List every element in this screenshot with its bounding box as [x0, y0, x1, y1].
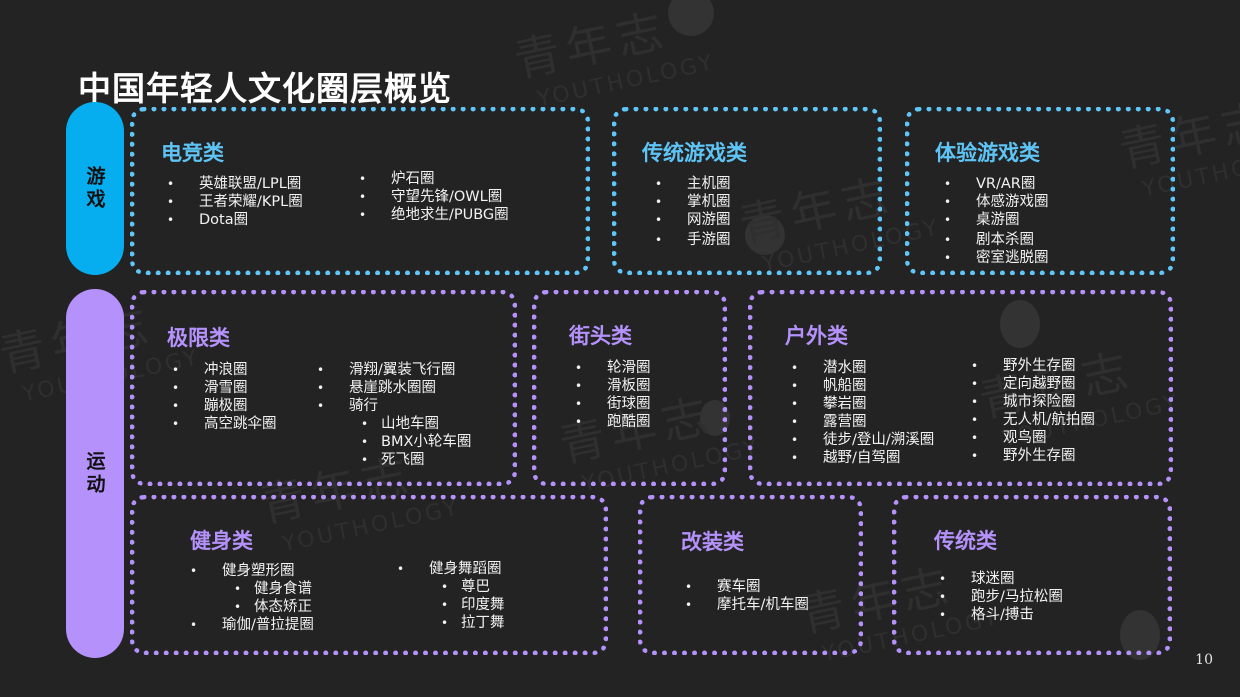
card-title: 街头类: [569, 324, 632, 348]
list-item: 蹦极圈: [172, 397, 277, 415]
card-title: 户外类: [785, 324, 848, 348]
list: 赛车圈 摩托车/机车圈: [685, 578, 809, 614]
list-item: 英雄联盟/LPL圈: [167, 175, 303, 193]
list-item: 街球圈: [575, 395, 651, 413]
list-item: 体感游戏圈: [944, 193, 1049, 211]
list-item: 悬崖跳水圈圈: [317, 379, 471, 397]
list-item: 野外生存圈: [971, 357, 1095, 375]
list-item: 拉丁舞: [441, 614, 505, 632]
list-item: 掌机圈: [655, 193, 731, 211]
list-item: 越野/自驾圈: [791, 449, 934, 467]
list-item: 跑酷圈: [575, 413, 651, 431]
group-label-games: 游戏: [66, 102, 124, 275]
list-item: 印度舞: [441, 596, 505, 614]
list-item: 跑步/马拉松圈: [939, 588, 1063, 606]
list-item: BMX小轮车圈: [361, 433, 471, 451]
list-item: 健身食谱: [234, 580, 314, 598]
card-title: 极限类: [167, 326, 230, 350]
list: 野外生存圈 定向越野圈 城市探险圈 无人机/航拍圈 观鸟圈 野外生存圈: [971, 357, 1095, 465]
card-title: 体验游戏类: [935, 141, 1040, 165]
page-title: 中国年轻人文化圈层概览: [78, 69, 452, 109]
list-item: 徒步/登山/溯溪圈: [791, 431, 934, 449]
page-number: 10: [1195, 652, 1213, 668]
list-item: 高空跳伞圈: [172, 415, 277, 433]
list-item: 网游圈: [655, 211, 731, 229]
list: 滑翔/翼装飞行圈 悬崖跳水圈圈 骑行 山地车圈 BMX小轮车圈 死飞圈: [317, 361, 471, 469]
card-modding: 改装类 赛车圈 摩托车/机车圈: [638, 495, 863, 655]
list-item: 轮滑圈: [575, 359, 651, 377]
list-item: 球迷圈: [939, 570, 1063, 588]
list-item: 无人机/航拍圈: [971, 411, 1095, 429]
list-item: 帆船圈: [791, 377, 934, 395]
card-traditional-sports: 传统类 球迷圈 跑步/马拉松圈 格斗/搏击: [892, 495, 1172, 655]
list-item: 冲浪圈: [172, 361, 277, 379]
list-item: 体态矫正: [234, 598, 314, 616]
list: 轮滑圈 滑板圈 街球圈 跑酷圈: [575, 359, 651, 431]
list-item: 滑雪圈: [172, 379, 277, 397]
card-esports: 电竞类 英雄联盟/LPL圈 王者荣耀/KPL圈 Dota圈 炉石圈 守望先锋/O…: [130, 107, 590, 275]
card-experience-games: 体验游戏类 VR/AR圈 体感游戏圈 桌游圈 剧本杀圈 密室逃脱圈: [905, 107, 1175, 275]
list: 健身塑形圈 健身食谱 体态矫正 瑜伽/普拉提圈: [190, 562, 314, 634]
card-title: 健身类: [190, 529, 253, 553]
list: 健身舞蹈圈 尊巴 印度舞 拉丁舞: [397, 560, 505, 632]
list-item: 定向越野圈: [971, 375, 1095, 393]
list-item: 露营圈: [791, 413, 934, 431]
card-fitness: 健身类 健身塑形圈 健身食谱 体态矫正 瑜伽/普拉提圈 健身舞蹈圈 尊巴 印度舞…: [130, 495, 608, 655]
list: 潜水圈 帆船圈 攀岩圈 露营圈 徒步/登山/溯溪圈 越野/自驾圈: [791, 359, 934, 467]
list-item: 剧本杀圈: [944, 231, 1049, 249]
card-extreme: 极限类 冲浪圈 滑雪圈 蹦极圈 高空跳伞圈 滑翔/翼装飞行圈 悬崖跳水圈圈 骑行…: [130, 290, 517, 486]
list-item: 守望先锋/OWL圈: [359, 188, 509, 206]
list-item: VR/AR圈: [944, 175, 1049, 193]
list-item: 潜水圈: [791, 359, 934, 377]
list-item: 主机圈: [655, 175, 731, 193]
watermark-circle: [668, 0, 714, 36]
list: 英雄联盟/LPL圈 王者荣耀/KPL圈 Dota圈: [167, 175, 303, 229]
list: 主机圈 掌机圈 网游圈 手游圈: [655, 175, 731, 249]
list-item: 瑜伽/普拉提圈: [190, 616, 314, 634]
list-item: 摩托车/机车圈: [685, 596, 809, 614]
card-title: 电竞类: [161, 141, 224, 165]
list-item: 观鸟圈: [971, 429, 1095, 447]
card-street: 街头类 轮滑圈 滑板圈 街球圈 跑酷圈: [532, 290, 727, 486]
list: 冲浪圈 滑雪圈 蹦极圈 高空跳伞圈: [172, 361, 277, 433]
list-item: 密室逃脱圈: [944, 249, 1049, 267]
list-item: 滑板圈: [575, 377, 651, 395]
list-item: 死飞圈: [361, 451, 471, 469]
list-item: 格斗/搏击: [939, 606, 1063, 624]
list-item: 尊巴: [441, 578, 505, 596]
list-item: 健身塑形圈: [190, 562, 314, 580]
list-item: 骑行: [317, 397, 471, 415]
watermark: YOUTHOLOGY: [900, 0, 1095, 5]
list-item: 滑翔/翼装飞行圈: [317, 361, 471, 379]
list-item: 手游圈: [655, 231, 731, 249]
list-item: 绝地求生/PUBG圈: [359, 206, 509, 224]
card-title: 传统游戏类: [642, 141, 747, 165]
list-item: 王者荣耀/KPL圈: [167, 193, 303, 211]
list-item: 山地车圈: [361, 415, 471, 433]
list: 炉石圈 守望先锋/OWL圈 绝地求生/PUBG圈: [359, 170, 509, 224]
group-label-sports: 运动: [66, 289, 124, 658]
list-item: 健身舞蹈圈: [397, 560, 505, 578]
list-item: 野外生存圈: [971, 447, 1095, 465]
list-item: 城市探险圈: [971, 393, 1095, 411]
list-item: 桌游圈: [944, 211, 1049, 229]
card-traditional-games: 传统游戏类 主机圈 掌机圈 网游圈 手游圈: [612, 107, 882, 275]
list-item: 炉石圈: [359, 170, 509, 188]
list-item: 攀岩圈: [791, 395, 934, 413]
list: VR/AR圈 体感游戏圈 桌游圈 剧本杀圈 密室逃脱圈: [944, 175, 1049, 267]
list-item: 赛车圈: [685, 578, 809, 596]
list-item: Dota圈: [167, 211, 303, 229]
card-title: 传统类: [934, 529, 997, 553]
list: 球迷圈 跑步/马拉松圈 格斗/搏击: [939, 570, 1063, 624]
card-title: 改装类: [681, 530, 744, 554]
card-outdoor: 户外类 潜水圈 帆船圈 攀岩圈 露营圈 徒步/登山/溯溪圈 越野/自驾圈 野外生…: [748, 290, 1173, 486]
